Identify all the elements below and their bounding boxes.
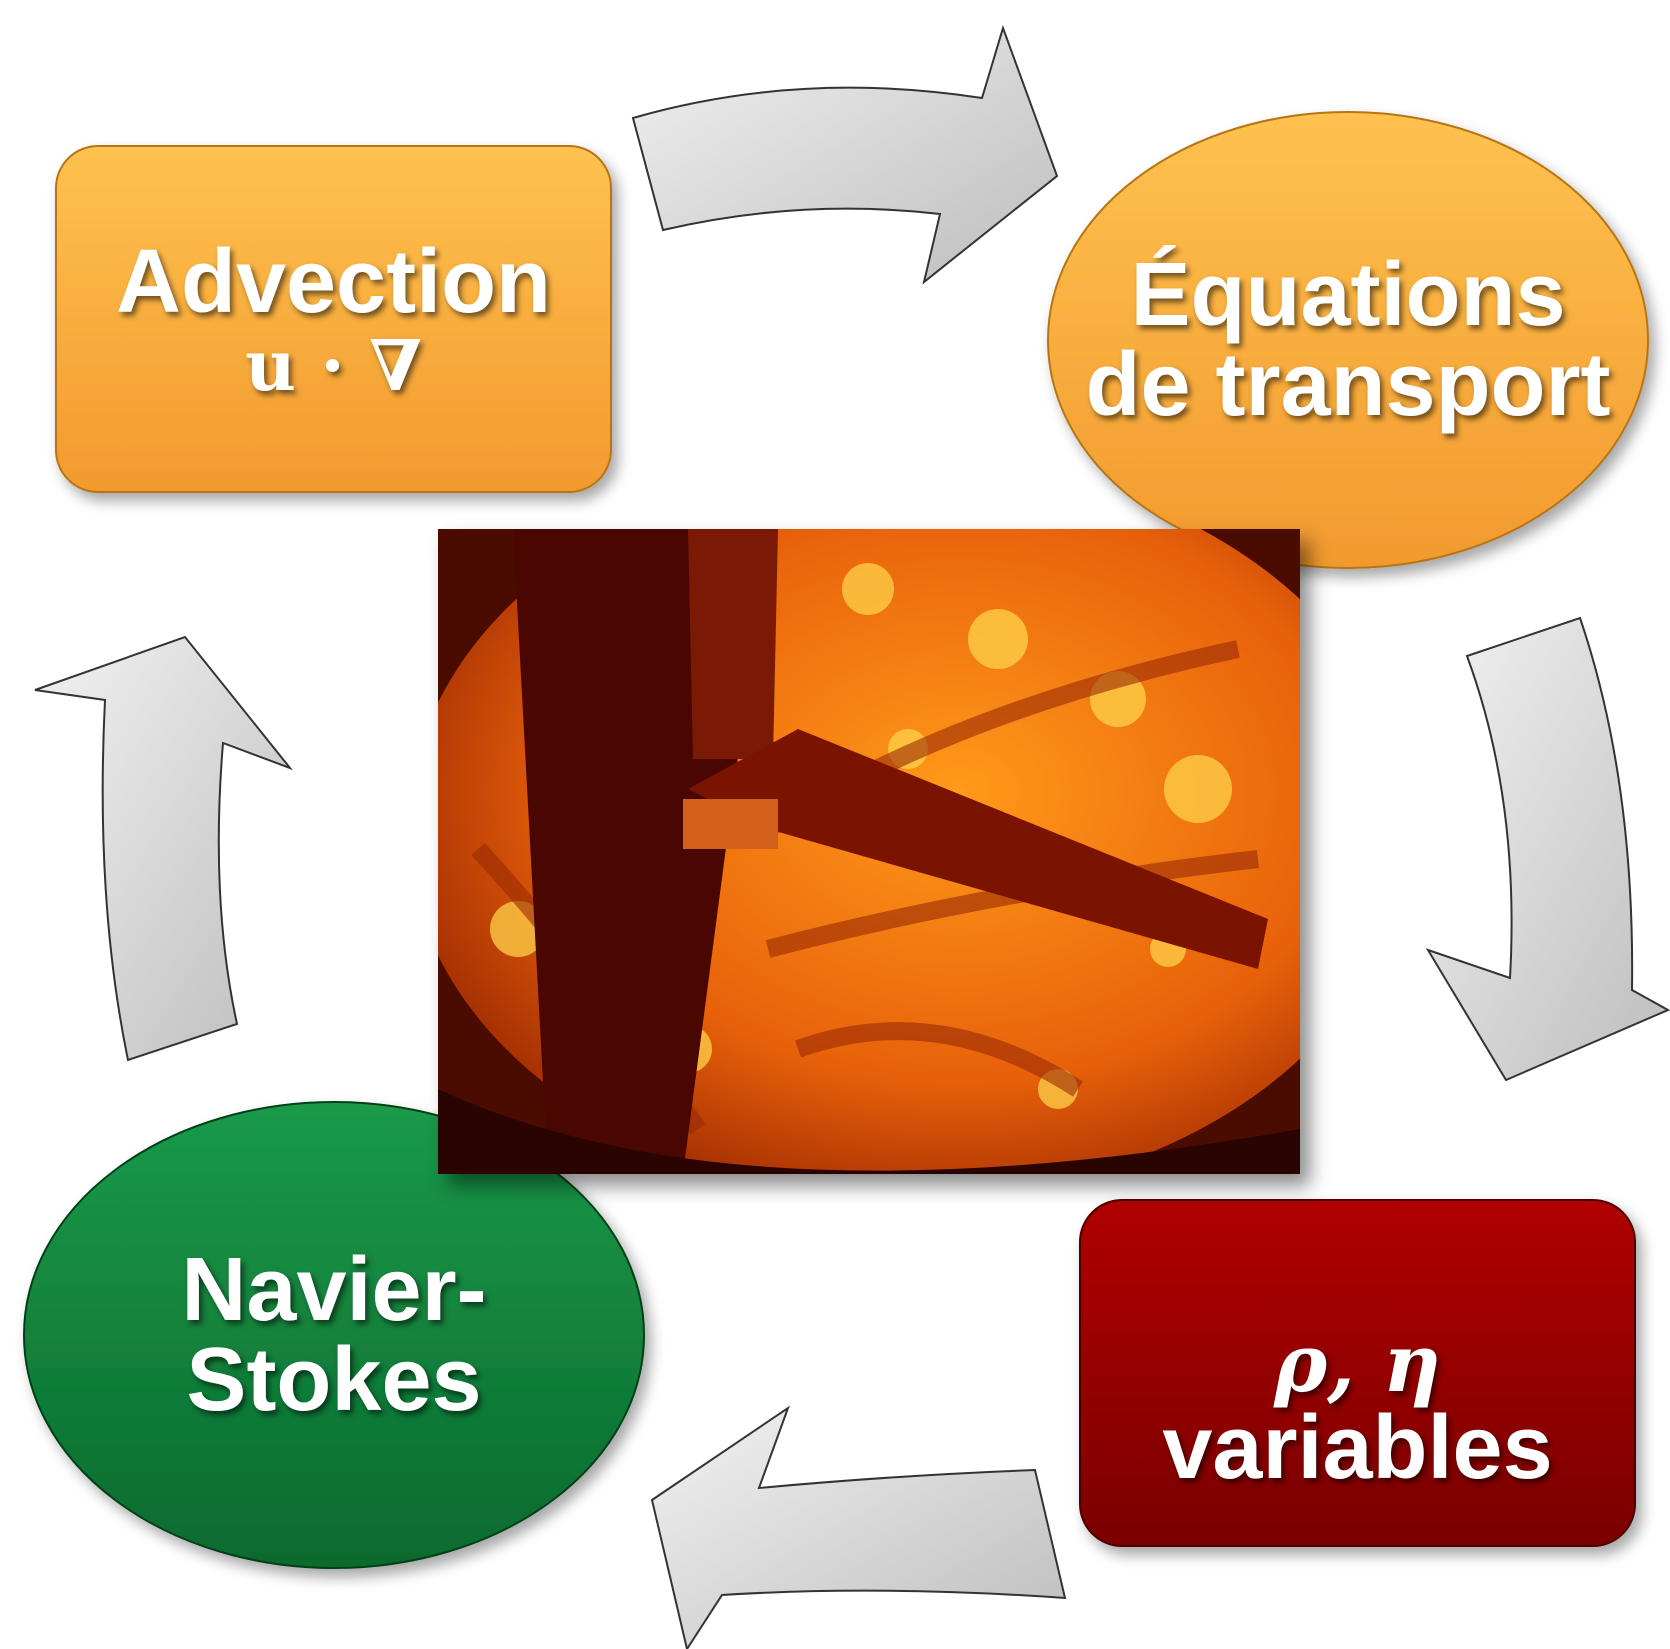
transport-node: Équations de transport xyxy=(1048,170,1648,510)
advection-node-shape xyxy=(55,145,612,493)
transport-line1: Équations xyxy=(1130,245,1566,345)
arrow-bottom-left xyxy=(650,1405,1067,1649)
arrow-left-up xyxy=(34,635,294,1062)
navier-stokes-node: Navier- Stokes xyxy=(24,1165,644,1505)
advection-formula: u · ∇ xyxy=(245,324,422,407)
variables-label: variables xyxy=(1162,1398,1553,1498)
navier-stokes-line1: Navier- xyxy=(181,1240,487,1340)
navier-stokes-line2: Stokes xyxy=(186,1330,482,1430)
advection-node: Advection u · ∇ xyxy=(56,146,611,492)
arrow-top-right xyxy=(631,24,1059,285)
experiment-photo-illustration xyxy=(438,529,1300,1174)
navier-stokes-node-shape xyxy=(23,1101,645,1569)
variables-node-shape xyxy=(1079,1199,1636,1547)
advection-title: Advection xyxy=(115,232,552,332)
variables-formula: ρ, η xyxy=(1273,1316,1442,1410)
arrow-right-down xyxy=(1425,616,1670,1082)
transport-node-shape xyxy=(1047,111,1649,569)
transport-line2: de transport xyxy=(1085,335,1611,435)
center-photo xyxy=(438,529,1300,1174)
variables-node: ρ, η variables xyxy=(1080,1235,1635,1581)
